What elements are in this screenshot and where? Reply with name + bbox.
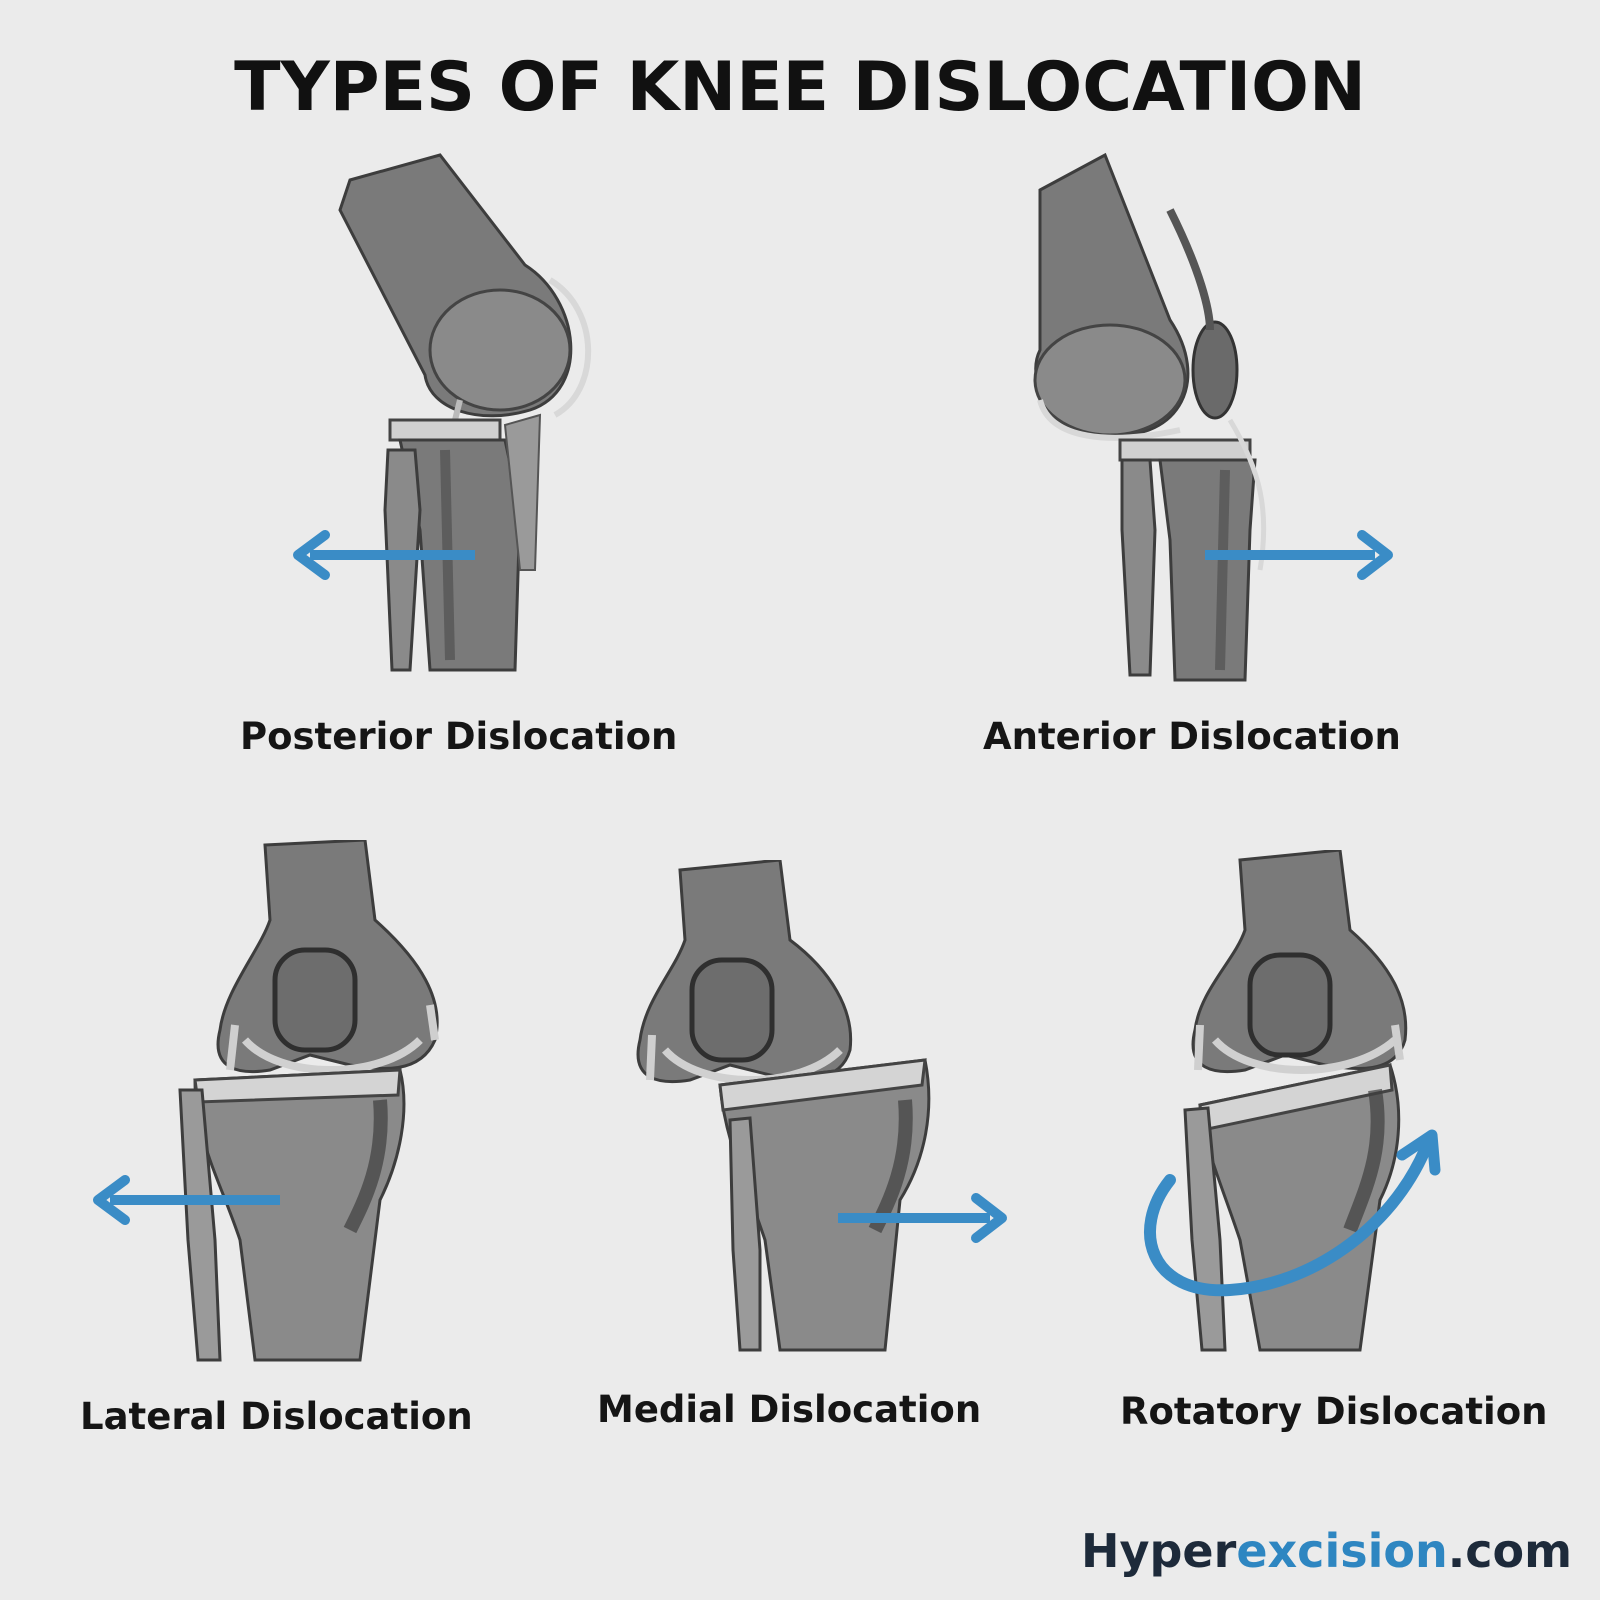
medial-dislocation-label: Medial Dislocation — [597, 1388, 982, 1431]
rotatory-dislocation-label: Rotatory Dislocation — [1120, 1390, 1548, 1433]
brand-part-hyper: Hyper — [1081, 1524, 1237, 1578]
tibia-bone — [193, 1068, 406, 1362]
medial-knee-illustration — [630, 860, 1030, 1360]
lateral-dislocation-label: Lateral Dislocation — [80, 1395, 473, 1438]
fibula-bone — [1120, 458, 1157, 677]
fibula-bone — [178, 1088, 222, 1362]
brand-part-com: .com — [1447, 1524, 1572, 1578]
page-title: TYPES OF KNEE DISLOCATION — [234, 48, 1366, 127]
brand-logo[interactable]: Hyperexcision.com — [1081, 1524, 1572, 1578]
arrow-right-icon — [838, 1193, 1007, 1243]
rotation-arrow-icon — [1144, 1129, 1441, 1297]
tibia-bone — [1158, 458, 1257, 682]
rotatory-knee-illustration — [1140, 850, 1480, 1370]
arrow-left-icon — [293, 530, 475, 580]
fibula-bone — [728, 1116, 762, 1352]
arrow-right-icon — [1205, 530, 1393, 580]
anterior-dislocation-label: Anterior Dislocation — [983, 715, 1401, 758]
arrow-left-icon — [93, 1175, 280, 1225]
anterior-knee-illustration — [1010, 150, 1410, 695]
posterior-dislocation-label: Posterior Dislocation — [240, 715, 678, 758]
posterior-knee-illustration — [280, 150, 610, 690]
patella-bone — [1191, 320, 1239, 420]
brand-part-excision: excision — [1236, 1524, 1448, 1578]
lateral-knee-illustration — [80, 840, 460, 1370]
